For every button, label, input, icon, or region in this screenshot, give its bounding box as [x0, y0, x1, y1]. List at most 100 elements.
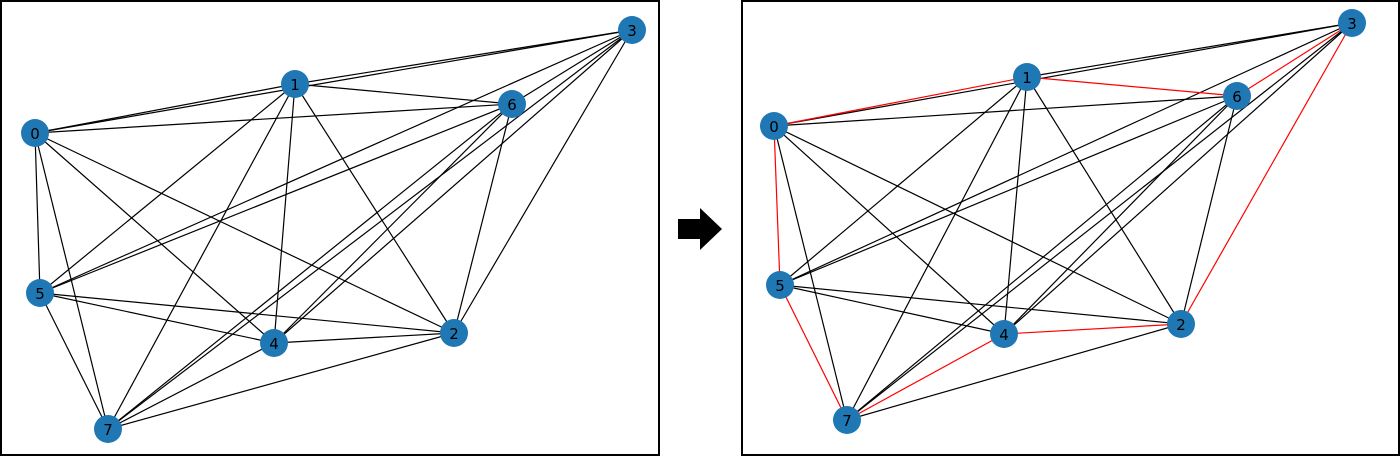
node-circle — [760, 112, 788, 140]
edge-0-4 — [34, 132, 275, 344]
edge-5-7-highlighted — [779, 284, 848, 421]
graph-panel-after: 0 1 2 3 4 5 6 7 — [741, 0, 1400, 456]
edge-1-6-highlighted — [1026, 76, 1238, 97]
node-circle — [260, 329, 288, 357]
edge-1-2 — [294, 83, 455, 334]
node-label: 1 — [1022, 69, 1032, 87]
node-label: 1 — [290, 76, 300, 94]
node-2: 2 — [440, 319, 468, 347]
node-circle — [21, 119, 49, 147]
node-label: 4 — [999, 326, 1009, 344]
node-label: 6 — [1232, 88, 1242, 106]
edge-6-5 — [779, 95, 1238, 286]
edge-0-5 — [34, 132, 41, 294]
edge-3-4 — [1003, 22, 1353, 335]
node-circle — [990, 320, 1018, 348]
edge-6-7 — [107, 103, 513, 430]
edge-3-2 — [453, 29, 633, 334]
node-circle — [618, 16, 646, 44]
node-label: 5 — [35, 285, 45, 303]
node-circle — [440, 319, 468, 347]
edge-2-7 — [107, 332, 455, 430]
node-4: 4 — [260, 329, 288, 357]
node-1: 1 — [281, 70, 309, 98]
edge-5-2 — [779, 284, 1182, 325]
edge-6-5 — [39, 103, 513, 294]
node-label: 6 — [507, 96, 517, 114]
edge-1-3 — [1026, 22, 1353, 78]
node-circle — [833, 406, 861, 434]
edge-0-6 — [773, 95, 1238, 127]
node-label: 5 — [775, 277, 785, 295]
edge-0-3 — [773, 22, 1353, 127]
node-3: 3 — [618, 16, 646, 44]
edge-3-7 — [846, 22, 1353, 421]
edge-2-7 — [846, 323, 1182, 421]
edge-0-2 — [773, 125, 1182, 325]
edge-1-2 — [1026, 76, 1182, 325]
edge-4-2-highlighted — [1003, 323, 1182, 335]
edge-1-4 — [273, 83, 296, 344]
graph-before: 0 1 2 3 4 5 6 7 — [21, 16, 646, 443]
node-7: 7 — [833, 406, 861, 434]
edge-1-6 — [294, 83, 513, 105]
node-circle — [1013, 63, 1041, 91]
edge-3-6-highlighted — [1236, 22, 1353, 97]
node-0: 0 — [760, 112, 788, 140]
node-5: 5 — [766, 271, 794, 299]
node-label: 7 — [103, 421, 113, 439]
edge-0-1 — [34, 83, 296, 134]
edge-6-2 — [453, 103, 513, 334]
node-5: 5 — [26, 279, 54, 307]
node-label: 4 — [269, 335, 279, 353]
node-label: 0 — [769, 118, 779, 136]
node-0: 0 — [21, 119, 49, 147]
node-6: 6 — [1223, 82, 1251, 110]
node-label: 2 — [1176, 316, 1186, 334]
edge-1-5 — [779, 76, 1028, 286]
edge-4-7-highlighted — [846, 333, 1005, 421]
node-label: 7 — [842, 412, 852, 430]
node-label: 2 — [449, 325, 459, 343]
node-circle — [498, 90, 526, 118]
node-circle — [281, 70, 309, 98]
graph-panel-before: 0 1 2 3 4 5 6 7 — [0, 0, 660, 456]
node-2: 2 — [1167, 310, 1195, 338]
edge-0-1-highlighted — [773, 76, 1028, 127]
node-label: 3 — [1347, 15, 1357, 33]
right-arrow-icon — [678, 208, 722, 250]
node-circle — [1223, 82, 1251, 110]
edge-5-7 — [39, 292, 109, 430]
edge-4-2 — [273, 332, 455, 344]
node-3: 3 — [1338, 9, 1366, 37]
node-circle — [766, 271, 794, 299]
edge-6-4 — [1003, 95, 1238, 335]
node-6: 6 — [498, 90, 526, 118]
edge-0-4 — [773, 125, 1005, 335]
node-circle — [1338, 9, 1366, 37]
edge-3-5 — [779, 22, 1353, 286]
edge-1-7 — [846, 76, 1028, 421]
edge-6-2 — [1180, 95, 1238, 325]
graph-after: 0 1 2 3 4 5 6 7 — [760, 9, 1366, 434]
edge-1-5 — [39, 83, 296, 294]
edge-6-4 — [273, 103, 513, 344]
edge-1-7 — [107, 83, 296, 430]
edge-0-3 — [34, 29, 633, 134]
edge-5-4 — [779, 284, 1005, 335]
edge-3-7 — [107, 29, 633, 430]
edge-1-3 — [294, 29, 633, 85]
edge-0-2 — [34, 132, 455, 334]
edge-3-6 — [511, 29, 633, 105]
edge-0-6 — [34, 103, 513, 134]
node-circle — [1167, 310, 1195, 338]
edge-3-2-highlighted — [1180, 22, 1353, 325]
edge-4-7 — [107, 342, 275, 430]
node-7: 7 — [94, 415, 122, 443]
node-4: 4 — [990, 320, 1018, 348]
edge-5-4 — [39, 292, 275, 344]
edge-3-5 — [39, 29, 633, 294]
node-1: 1 — [1013, 63, 1041, 91]
node-label: 0 — [30, 125, 40, 143]
node-circle — [26, 279, 54, 307]
